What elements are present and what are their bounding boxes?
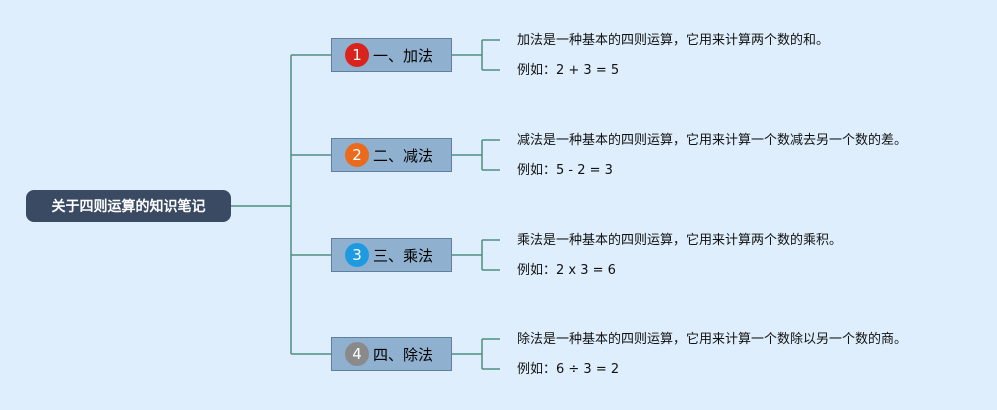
leaf-subtraction-example[interactable]: 例如：5 - 2 = 3 (517, 163, 613, 178)
branch-subtraction[interactable]: 2 二、减法 (331, 138, 452, 172)
leaf-addition-definition[interactable]: 加法是一种基本的四则运算，它用来计算两个数的和。 (517, 33, 830, 48)
leaf-connector-1 (452, 39, 500, 71)
leaf-connector-2 (452, 139, 500, 171)
leaf-connector-4 (452, 338, 500, 370)
leaf-addition-example[interactable]: 例如：2 + 3 = 5 (517, 63, 620, 78)
branch-label: 四、除法 (373, 345, 434, 364)
leaf-subtraction-definition[interactable]: 减法是一种基本的四则运算，它用来计算一个数减去另一个数的差。 (517, 133, 908, 148)
leaf-multiplication-example[interactable]: 例如：2 x 3 = 6 (517, 263, 616, 278)
branch-multiplication[interactable]: 3 三、乘法 (331, 238, 452, 272)
leaf-division-example[interactable]: 例如：6 ÷ 3 = 2 (517, 362, 620, 377)
branch-division[interactable]: 4 四、除法 (331, 337, 452, 371)
root-topic-label: 关于四则运算的知识笔记 (51, 199, 206, 215)
number-2-icon: 2 (345, 143, 369, 167)
branch-label: 一、加法 (373, 46, 434, 65)
branch-label: 三、乘法 (373, 246, 434, 265)
branch-addition[interactable]: 1 一、加法 (331, 38, 452, 72)
leaf-division-definition[interactable]: 除法是一种基本的四则运算，它用来计算一个数除以另一个数的商。 (517, 332, 908, 347)
number-4-icon: 4 (345, 342, 369, 366)
number-1-icon: 1 (345, 43, 369, 67)
leaf-connector-3 (452, 239, 500, 271)
root-topic[interactable]: 关于四则运算的知识笔记 (26, 190, 231, 222)
branch-label: 二、减法 (373, 146, 434, 165)
number-3-icon: 3 (345, 243, 369, 267)
leaf-multiplication-definition[interactable]: 乘法是一种基本的四则运算，它用来计算两个数的乘积。 (517, 233, 843, 248)
